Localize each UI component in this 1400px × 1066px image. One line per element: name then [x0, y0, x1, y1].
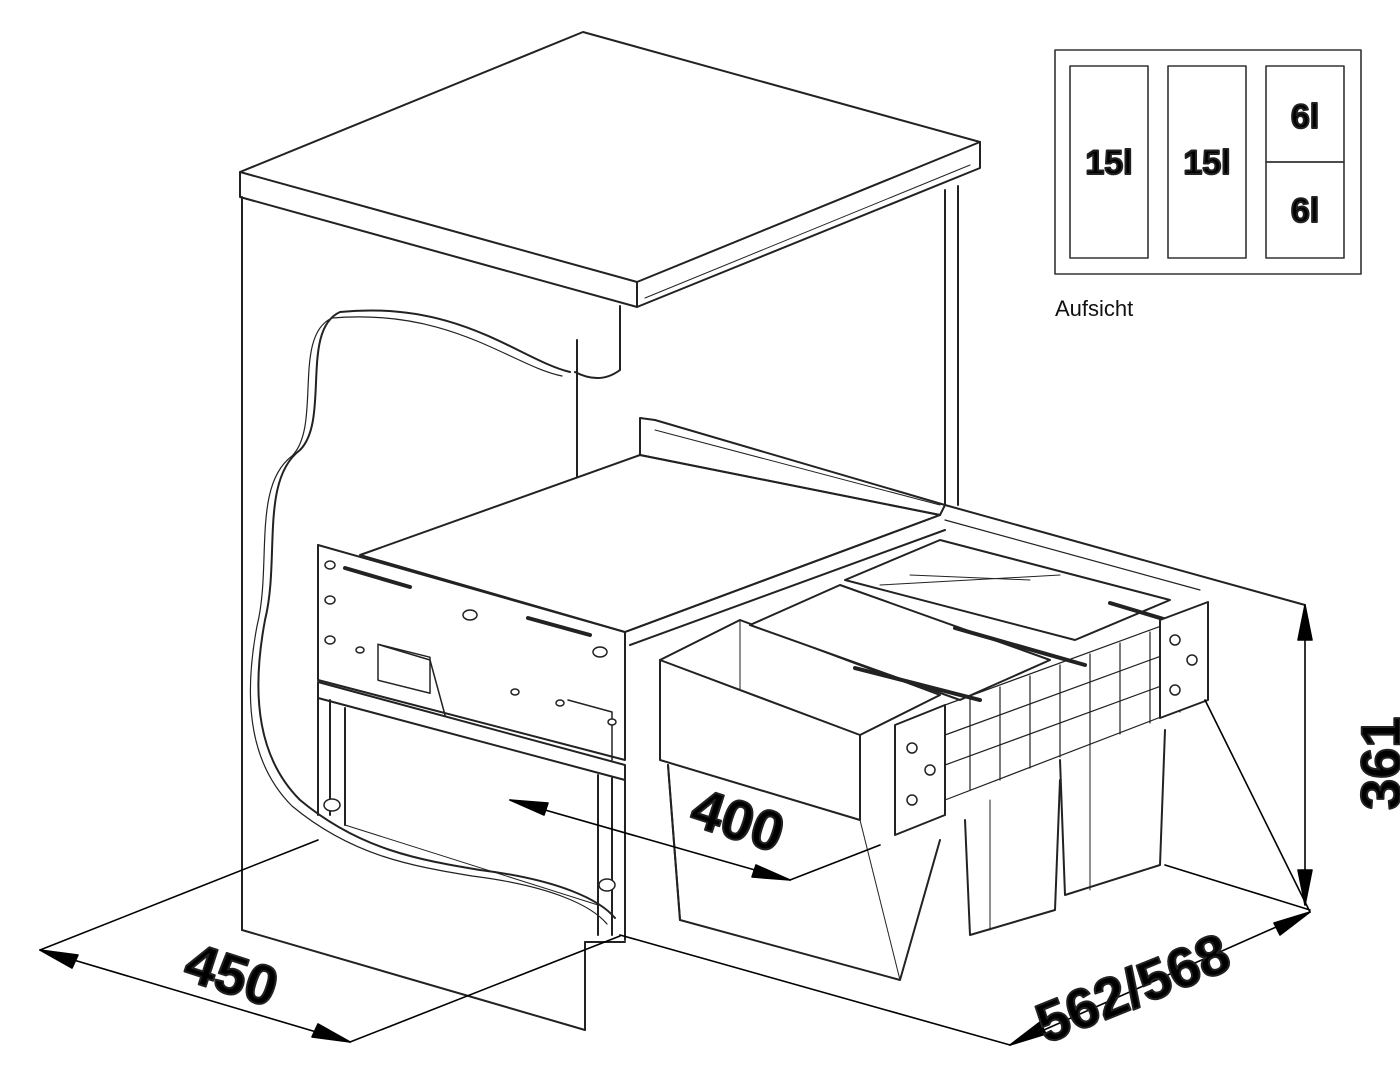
cutaway-line	[257, 309, 616, 919]
compartment-2-label: 15l	[1183, 144, 1230, 182]
dimension-562-568-label: 562/568	[1027, 921, 1238, 1055]
compartment-4	[1265, 161, 1345, 259]
front-bin	[659, 619, 941, 981]
dimension-361-label: 361	[1349, 717, 1400, 810]
drawer-body	[359, 417, 1306, 646]
top-view	[1054, 49, 1362, 275]
top-view-caption: Aufsicht	[1055, 296, 1134, 321]
drawer-frame	[317, 544, 626, 941]
cabinet	[239, 31, 981, 1031]
compartment-1	[1069, 65, 1149, 259]
compartment-2	[1167, 65, 1247, 259]
back-bin	[844, 539, 1171, 896]
compartment-1-label: 15l	[1085, 144, 1132, 182]
worktop	[239, 31, 981, 308]
compartment-3-label: 6l	[1291, 98, 1319, 136]
dimension-lines	[39, 604, 1313, 1046]
dimension-400-label: 400	[684, 776, 792, 865]
dimension-450-label: 450	[178, 930, 286, 1019]
waste-bins	[659, 539, 1209, 981]
compartment-4-label: 6l	[1291, 192, 1319, 230]
